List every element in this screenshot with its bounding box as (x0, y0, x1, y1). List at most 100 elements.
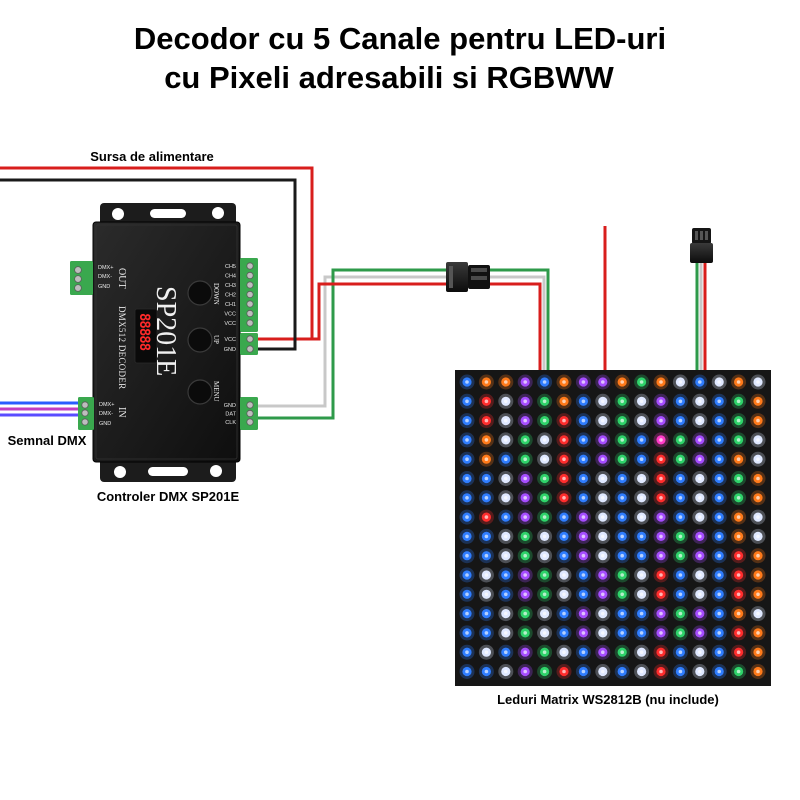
led (595, 490, 611, 506)
led-highlight (639, 399, 644, 404)
led (731, 644, 747, 660)
channel-terminal-label: CH5 (225, 264, 236, 270)
led (459, 567, 475, 583)
led-highlight (698, 573, 702, 577)
led (692, 625, 708, 641)
led-highlight (465, 496, 469, 500)
led (595, 413, 611, 429)
led (692, 644, 708, 660)
matrix-red-wire (490, 282, 542, 372)
in-port-label: IN (116, 407, 127, 418)
led (750, 471, 766, 486)
led (653, 548, 669, 564)
led (575, 567, 591, 583)
led (672, 606, 688, 622)
led-highlight (562, 515, 566, 519)
led (575, 509, 591, 525)
led-highlight (523, 669, 527, 674)
mounting-slot (150, 209, 186, 218)
led-highlight (523, 631, 527, 635)
led-highlight (659, 534, 663, 539)
channel-terminal-label: CH1 (225, 302, 236, 308)
led-highlight (562, 669, 566, 674)
led-highlight (523, 553, 527, 558)
led-highlight (601, 669, 605, 674)
led (517, 432, 533, 448)
led (537, 625, 553, 641)
led (750, 490, 766, 506)
led-highlight (542, 399, 547, 404)
led-highlight (504, 515, 508, 519)
out-terminal-label: DMX+ (98, 265, 113, 271)
led-highlight (678, 553, 683, 558)
led-highlight (562, 438, 566, 442)
terminal-screw (246, 300, 254, 308)
pixel-terminal-label: CLK (225, 420, 236, 426)
led (692, 490, 708, 506)
led-highlight (756, 573, 760, 577)
led (672, 374, 688, 390)
led (750, 374, 766, 390)
led (711, 471, 727, 486)
out-terminal-label: GND (98, 284, 110, 290)
led (750, 586, 766, 602)
pixel-terminal-label: GND (224, 403, 236, 409)
led (692, 606, 708, 622)
led-highlight (465, 476, 469, 481)
led (731, 413, 747, 429)
led (459, 664, 475, 679)
led (672, 567, 688, 583)
led (750, 625, 766, 641)
led (459, 393, 475, 409)
led (575, 393, 591, 409)
led-highlight (484, 669, 489, 674)
mounting-hole (112, 208, 124, 220)
led-matrix (455, 370, 771, 686)
led (692, 664, 708, 679)
channel-terminal-label: CH3 (225, 283, 236, 289)
led (575, 548, 591, 564)
led-highlight (698, 457, 702, 462)
terminal-screw (246, 335, 254, 343)
led-highlight (465, 611, 469, 616)
terminal-screw (246, 281, 254, 289)
led-highlight (639, 438, 644, 442)
led-highlight (542, 553, 547, 558)
led-highlight (736, 399, 741, 404)
led (614, 374, 630, 390)
led-highlight (698, 611, 702, 616)
led-highlight (717, 380, 721, 384)
led-highlight (678, 438, 683, 442)
menu-button (187, 379, 213, 405)
led-highlight (523, 592, 527, 597)
in-terminal-label: GND (99, 421, 111, 427)
led-highlight (736, 380, 741, 384)
led-highlight (465, 669, 469, 674)
led-highlight (601, 534, 605, 539)
led (575, 471, 591, 486)
led-highlight (581, 573, 586, 577)
led (517, 625, 533, 641)
mounting-hole (212, 207, 224, 219)
led (595, 509, 611, 525)
led (634, 374, 650, 390)
power-terminal-label: VCC (224, 337, 236, 343)
led (478, 664, 494, 679)
down-button-label: DOWN (212, 283, 220, 305)
led-highlight (620, 669, 624, 674)
led (750, 413, 766, 429)
led-highlight (601, 592, 605, 597)
led-highlight (717, 611, 721, 616)
led-highlight (523, 438, 527, 442)
led-highlight (717, 553, 721, 558)
led-highlight (581, 650, 586, 654)
led (517, 606, 533, 622)
led-highlight (717, 418, 721, 423)
led-highlight (659, 457, 663, 462)
mounting-hole (114, 466, 126, 478)
led (459, 586, 475, 602)
led (614, 606, 630, 622)
led-highlight (581, 631, 586, 635)
led-highlight (484, 457, 489, 462)
channel-terminal-label: CH2 (225, 293, 236, 299)
